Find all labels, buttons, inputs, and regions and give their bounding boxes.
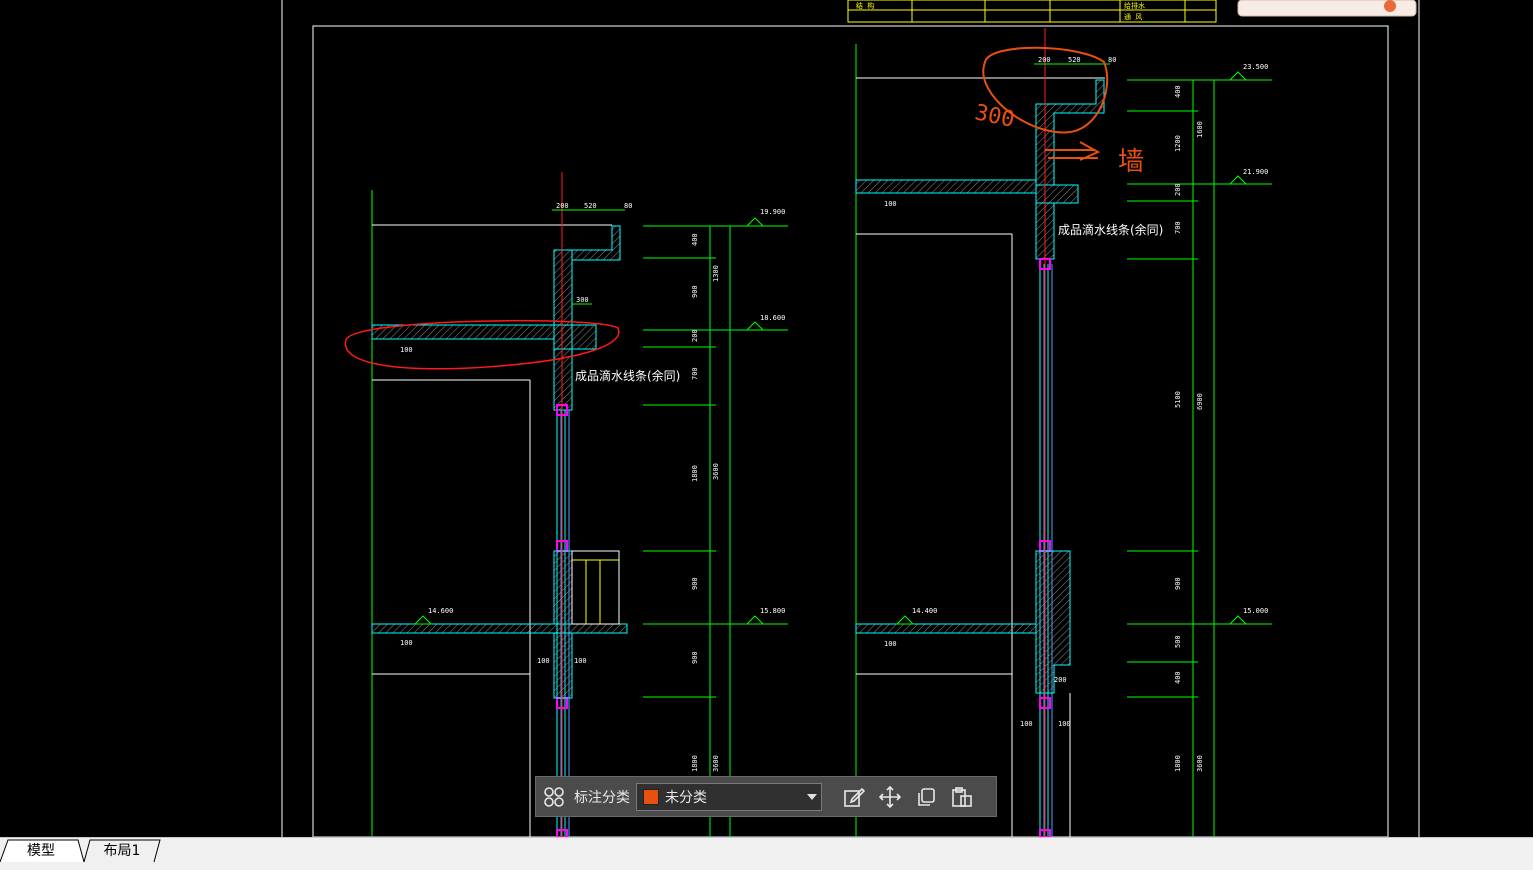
cad-drawing-canvas[interactable]: 结 构 给排水 通 风: [0, 0, 1533, 837]
orange-handwritten-annotation: [982, 46, 1109, 161]
right-vdim-5: 5100: [1174, 391, 1182, 408]
chevron-down-icon: [807, 793, 817, 800]
right-top-dim-2: 520: [1068, 56, 1081, 64]
left-top-dim-1: 200: [556, 202, 569, 210]
left-vdim-outer-1: 1300: [712, 265, 720, 282]
left-level-3: 15.800: [760, 607, 785, 615]
right-vdim-2: 1200: [1174, 135, 1182, 152]
category-label: 标注分类: [574, 789, 630, 806]
left-vdim-3: 200: [691, 329, 699, 342]
left-vdim-outer-3: 3600: [712, 755, 720, 772]
left-slab-dim-lower: 100: [400, 639, 413, 647]
right-vdim-6: 900: [1174, 577, 1182, 590]
left-level-2: 18.600: [760, 314, 785, 322]
sheet-frame: 结 构 给排水 通 风: [281, 0, 1420, 837]
right-vdim-3: 200: [1174, 183, 1182, 196]
right-vdim-outer-2: 6900: [1196, 393, 1204, 410]
left-vdim-1: 400: [691, 233, 699, 246]
left-vdim-5: 1800: [691, 465, 699, 482]
left-vdim-2: 900: [691, 285, 699, 298]
right-vdim-8: 400: [1174, 671, 1182, 684]
paste-icon[interactable]: [944, 777, 980, 816]
right-wall-dim-1: 100: [1020, 720, 1033, 728]
right-level-1: 23.500: [1243, 63, 1268, 71]
left-vdim-outer-2: 3600: [712, 463, 720, 480]
right-vdim-9: 1800: [1174, 755, 1182, 772]
handwritten-wall: 墙: [1118, 147, 1144, 177]
copy-icon[interactable]: [908, 777, 944, 816]
right-level-2: 21.900: [1243, 168, 1268, 176]
title-block-text-3: 通 风: [1124, 12, 1142, 21]
edit-icon[interactable]: [836, 777, 872, 816]
red-highlight-annotation: [344, 319, 620, 370]
right-vdim-1: 400: [1174, 85, 1182, 98]
grid-icon[interactable]: [536, 777, 572, 816]
left-top-dim-2: 520: [584, 202, 597, 210]
category-select[interactable]: 未分类: [636, 782, 822, 811]
right-wall-dim-2: 100: [1058, 720, 1071, 728]
left-slab-dim: 100: [400, 346, 413, 354]
left-level-1: 19.900: [760, 208, 785, 216]
left-vdim-8: 1800: [691, 755, 699, 772]
left-top-dim-3: 80: [624, 202, 632, 210]
left-wall-dim-2: 100: [574, 657, 587, 665]
left-step-dim: 300: [576, 296, 589, 304]
left-vdim-6: 900: [691, 577, 699, 590]
right-top-dim-1: 200: [1038, 56, 1051, 64]
right-level-3: 15.000: [1243, 607, 1268, 615]
left-wall-section: [371, 172, 788, 837]
title-block-text-2: 给排水: [1124, 1, 1145, 10]
tab-model[interactable]: 模型: [27, 843, 55, 859]
right-vdim-4: 700: [1174, 221, 1182, 234]
category-color-swatch: [643, 788, 659, 805]
move-icon[interactable]: [872, 777, 908, 816]
right-vdim-outer-1: 1600: [1196, 121, 1204, 138]
right-vdim-7: 500: [1174, 635, 1182, 648]
right-top-dim-3: 80: [1108, 56, 1116, 64]
right-slab-dim: 100: [884, 200, 897, 208]
stamp-icon: [1384, 0, 1396, 12]
layout-tab-bar: 模型 布局1: [0, 837, 1533, 870]
left-vdim-7: 900: [691, 651, 699, 664]
right-vdim-outer-3: 3600: [1196, 755, 1204, 772]
right-drip-note: 成品滴水线条(余同): [1058, 222, 1163, 237]
left-vdim-4: 700: [691, 367, 699, 380]
title-block-text-1: 结 构: [856, 1, 874, 10]
right-slab-dim-lower: 100: [884, 640, 897, 648]
annotation-toolbar: 标注分类 未分类: [535, 776, 997, 817]
tab-shapes: [0, 839, 161, 863]
handwritten-300: 300: [973, 100, 1017, 133]
category-select-value: 未分类: [665, 789, 707, 806]
tab-layout-1[interactable]: 布局1: [103, 843, 141, 859]
right-wall-dim-3: 200: [1054, 676, 1067, 684]
left-drip-note: 成品滴水线条(余同): [575, 368, 680, 383]
right-level-4: 14.400: [912, 607, 937, 615]
left-level-4: 14.600: [428, 607, 453, 615]
left-wall-dim-1: 100: [537, 657, 550, 665]
